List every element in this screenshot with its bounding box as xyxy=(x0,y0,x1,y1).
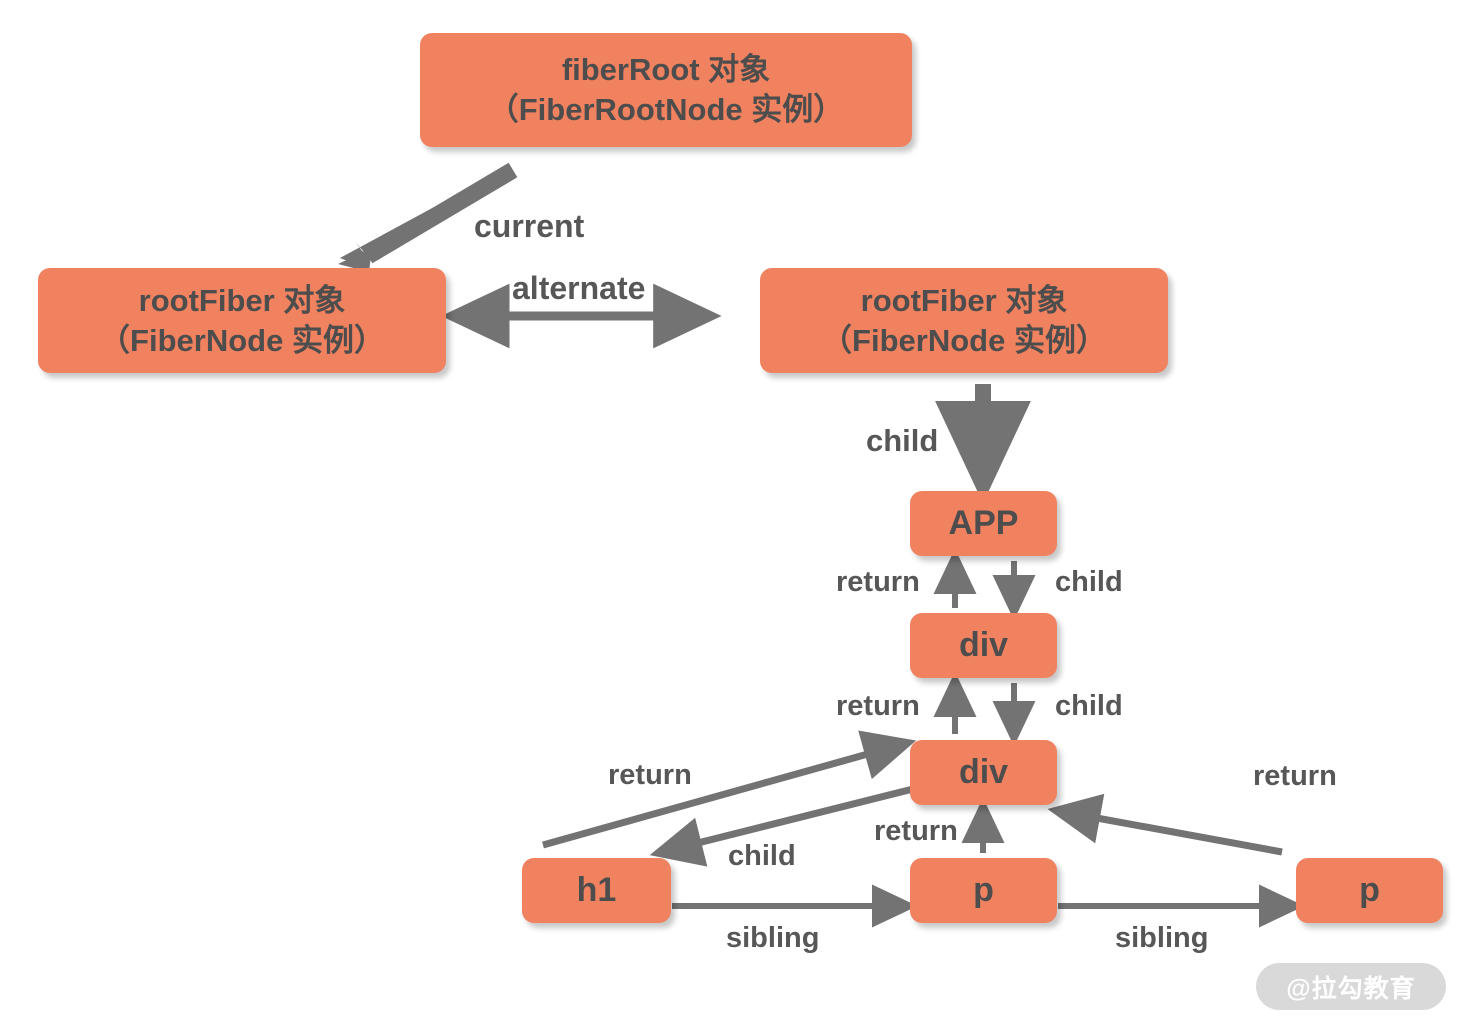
node-root-fiber-alternate[interactable]: rootFiber 对象 （FiberNode 实例） xyxy=(760,268,1168,373)
node-root-fiber-current[interactable]: rootFiber 对象 （FiberNode 实例） xyxy=(38,268,446,373)
node-div-inner[interactable]: div xyxy=(910,740,1057,805)
label-child-div-inner: child xyxy=(728,840,796,872)
node-h1[interactable]: h1 xyxy=(522,858,671,923)
node-div-outer[interactable]: div xyxy=(910,613,1057,678)
node-app-label: APP xyxy=(948,503,1019,542)
label-return-p-first: return xyxy=(874,815,958,847)
node-app[interactable]: APP xyxy=(910,491,1057,556)
label-return-p-second: return xyxy=(1253,760,1337,792)
node-p-second[interactable]: p xyxy=(1296,858,1443,923)
watermark-text: @拉勾教育 xyxy=(1286,974,1416,1003)
label-child-app: child xyxy=(1055,566,1123,598)
node-fiber-root[interactable]: fiberRoot 对象 （FiberRootNode 实例） xyxy=(420,33,912,147)
label-child-div-outer: child xyxy=(1055,690,1123,722)
node-root-fiber-current-line2: （FiberNode 实例） xyxy=(99,322,385,358)
node-fiber-root-line2: （FiberRootNode 实例） xyxy=(487,92,845,127)
label-sibling-p-p: sibling xyxy=(1115,922,1209,954)
node-h1-label: h1 xyxy=(576,870,617,909)
label-child-root: child xyxy=(866,423,939,458)
edge-return-h1 xyxy=(542,730,917,849)
label-sibling-h1-p: sibling xyxy=(726,922,820,954)
node-root-fiber-current-line1: rootFiber 对象 xyxy=(138,282,346,318)
node-p-first-label: p xyxy=(973,870,994,909)
node-root-fiber-alternate-line1: rootFiber 对象 xyxy=(860,282,1068,318)
label-return-div-outer: return xyxy=(836,690,920,722)
node-root-fiber-alternate-line2: （FiberNode 实例） xyxy=(821,322,1107,358)
label-current: current xyxy=(474,208,585,244)
node-div-inner-label: div xyxy=(958,752,1009,791)
node-p-second-label: p xyxy=(1359,870,1380,909)
label-alternate: alternate xyxy=(512,270,646,306)
node-div-outer-label: div xyxy=(958,625,1009,664)
node-p-first[interactable]: p xyxy=(910,858,1057,923)
edge-return-p2 xyxy=(1047,793,1283,856)
node-fiber-root-line1: fiberRoot 对象 xyxy=(561,52,771,88)
label-return-h1: return xyxy=(608,759,692,791)
watermark: @拉勾教育 xyxy=(1256,963,1446,1010)
label-return-app: return xyxy=(836,566,920,598)
